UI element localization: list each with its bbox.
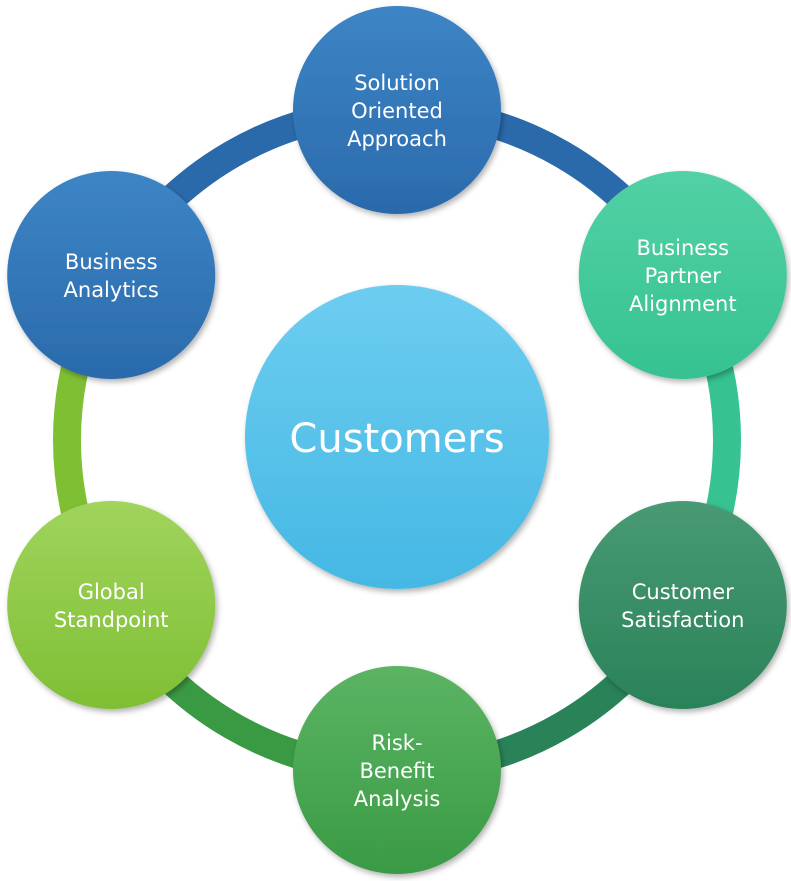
node-circle [293, 666, 501, 874]
node-label-line: Solution [354, 71, 440, 95]
center-circle: Customers [245, 285, 549, 589]
node-label-line: Alignment [629, 292, 737, 316]
node-label-line: Standpoint [54, 608, 169, 632]
node-label-line: Benefit [359, 759, 434, 783]
node-label-line: Analytics [64, 278, 159, 302]
node-label-line: Global [78, 580, 145, 604]
node-circle [7, 501, 216, 709]
node-circle [578, 171, 787, 379]
node-label-line: Approach [347, 127, 447, 151]
node-label-line: Business [636, 236, 729, 260]
center-label: Customers [289, 416, 504, 462]
node-label-line: Satisfaction [621, 608, 744, 632]
node-circle [293, 6, 501, 214]
node-label-line: Risk- [371, 731, 422, 755]
node-circle [578, 501, 787, 709]
node-label-line: Business [65, 250, 158, 274]
node-label-line: Partner [645, 264, 722, 288]
node-label-line: Analysis [354, 787, 441, 811]
node-label-line: Oriented [351, 99, 443, 123]
node-circle [7, 171, 216, 379]
node-label-line: Customer [632, 580, 734, 604]
